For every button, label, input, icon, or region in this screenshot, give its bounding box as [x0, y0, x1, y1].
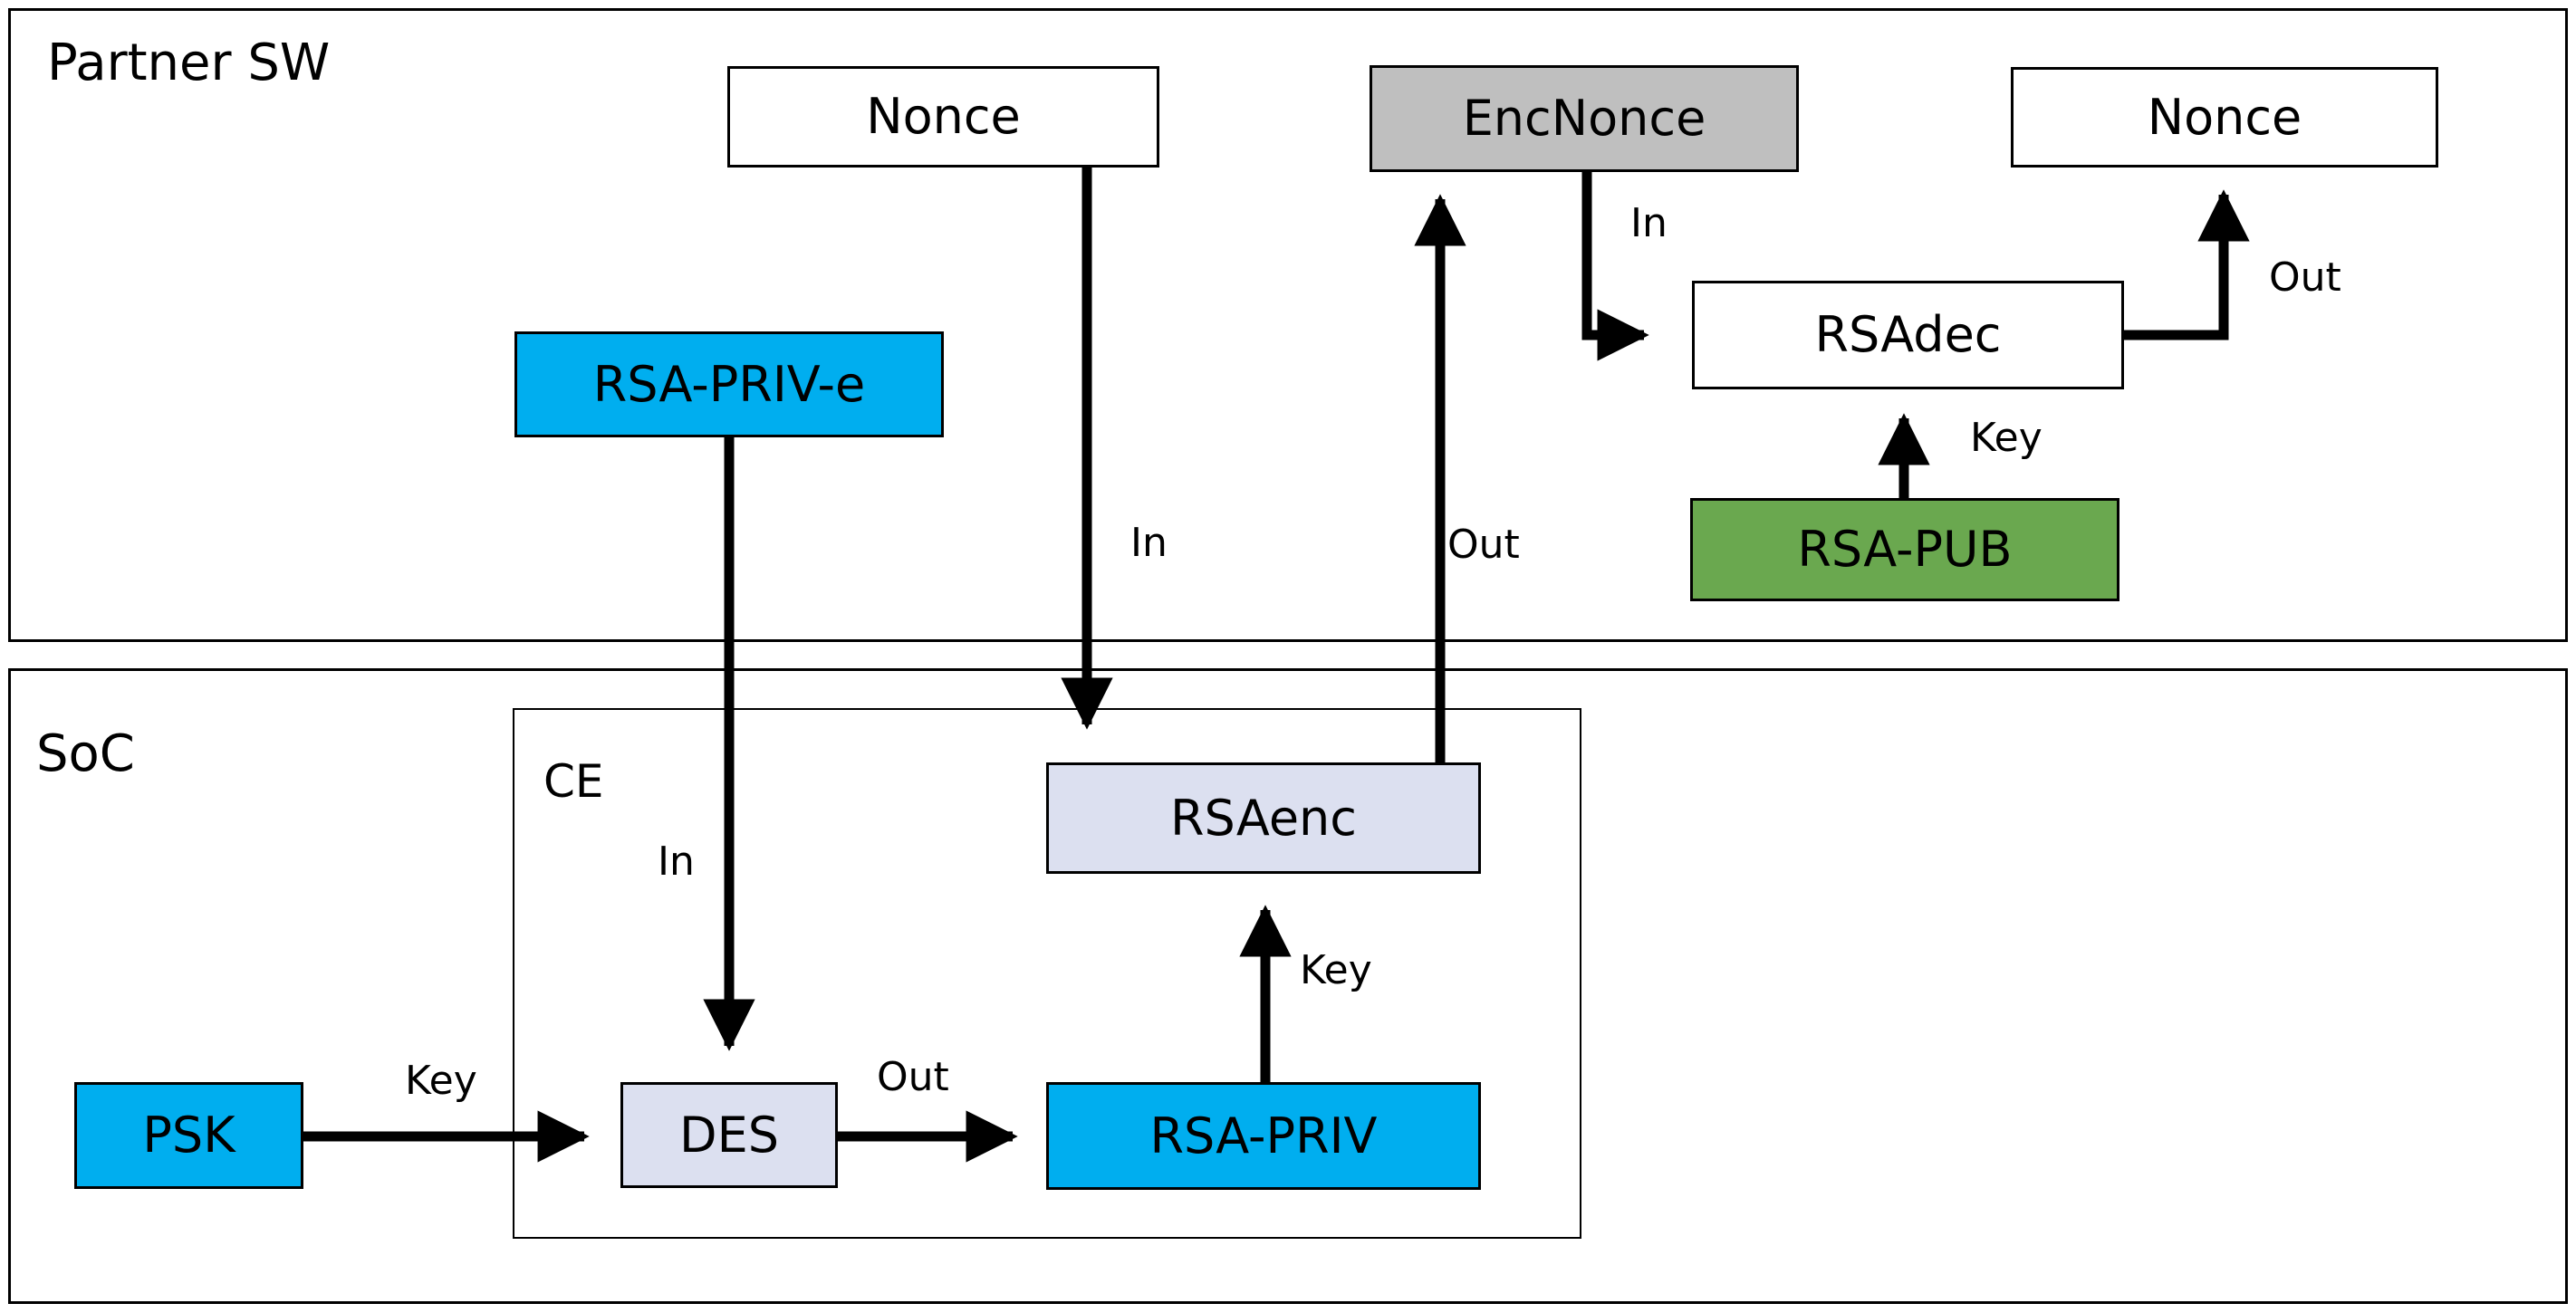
panel-partner-sw-label: Partner SW — [47, 34, 331, 92]
panel-soc — [8, 668, 2568, 1304]
subpanel-ce — [513, 708, 1581, 1239]
edge-label-rsadec-to-nonce: Out — [2269, 254, 2341, 301]
edge-label-des-to-rsapriv: Out — [877, 1054, 949, 1100]
edge-label-rsapriv-to-rsaenc: Key — [1300, 947, 1372, 993]
node-rsaenc[interactable]: RSAenc — [1046, 762, 1481, 874]
node-psk[interactable]: PSK — [74, 1082, 303, 1189]
edge-label-encnonce-to-rsadec: In — [1630, 200, 1668, 246]
panel-soc-label: SoC — [36, 724, 135, 783]
node-encnonce[interactable]: EncNonce — [1370, 65, 1799, 172]
panel-partner-sw — [8, 8, 2568, 642]
node-rsa-priv[interactable]: RSA-PRIV — [1046, 1082, 1481, 1190]
node-rsadec[interactable]: RSAdec — [1692, 281, 2124, 389]
node-rsa-priv-e[interactable]: RSA-PRIV-e — [514, 331, 944, 437]
subpanel-ce-label: CE — [543, 755, 604, 808]
edge-label-psk-to-des: Key — [405, 1058, 477, 1104]
node-des[interactable]: DES — [620, 1082, 838, 1188]
node-nonce-left[interactable]: Nonce — [727, 66, 1159, 168]
edge-label-nonce-to-rsaenc: In — [1130, 520, 1168, 566]
edge-label-rsaprive-to-des: In — [658, 839, 695, 885]
edge-label-rsapub-to-rsadec: Key — [1970, 415, 2043, 461]
node-rsa-pub[interactable]: RSA-PUB — [1690, 498, 2119, 601]
node-nonce-right[interactable]: Nonce — [2011, 67, 2438, 168]
edge-label-rsaenc-to-encnonce: Out — [1447, 522, 1520, 568]
